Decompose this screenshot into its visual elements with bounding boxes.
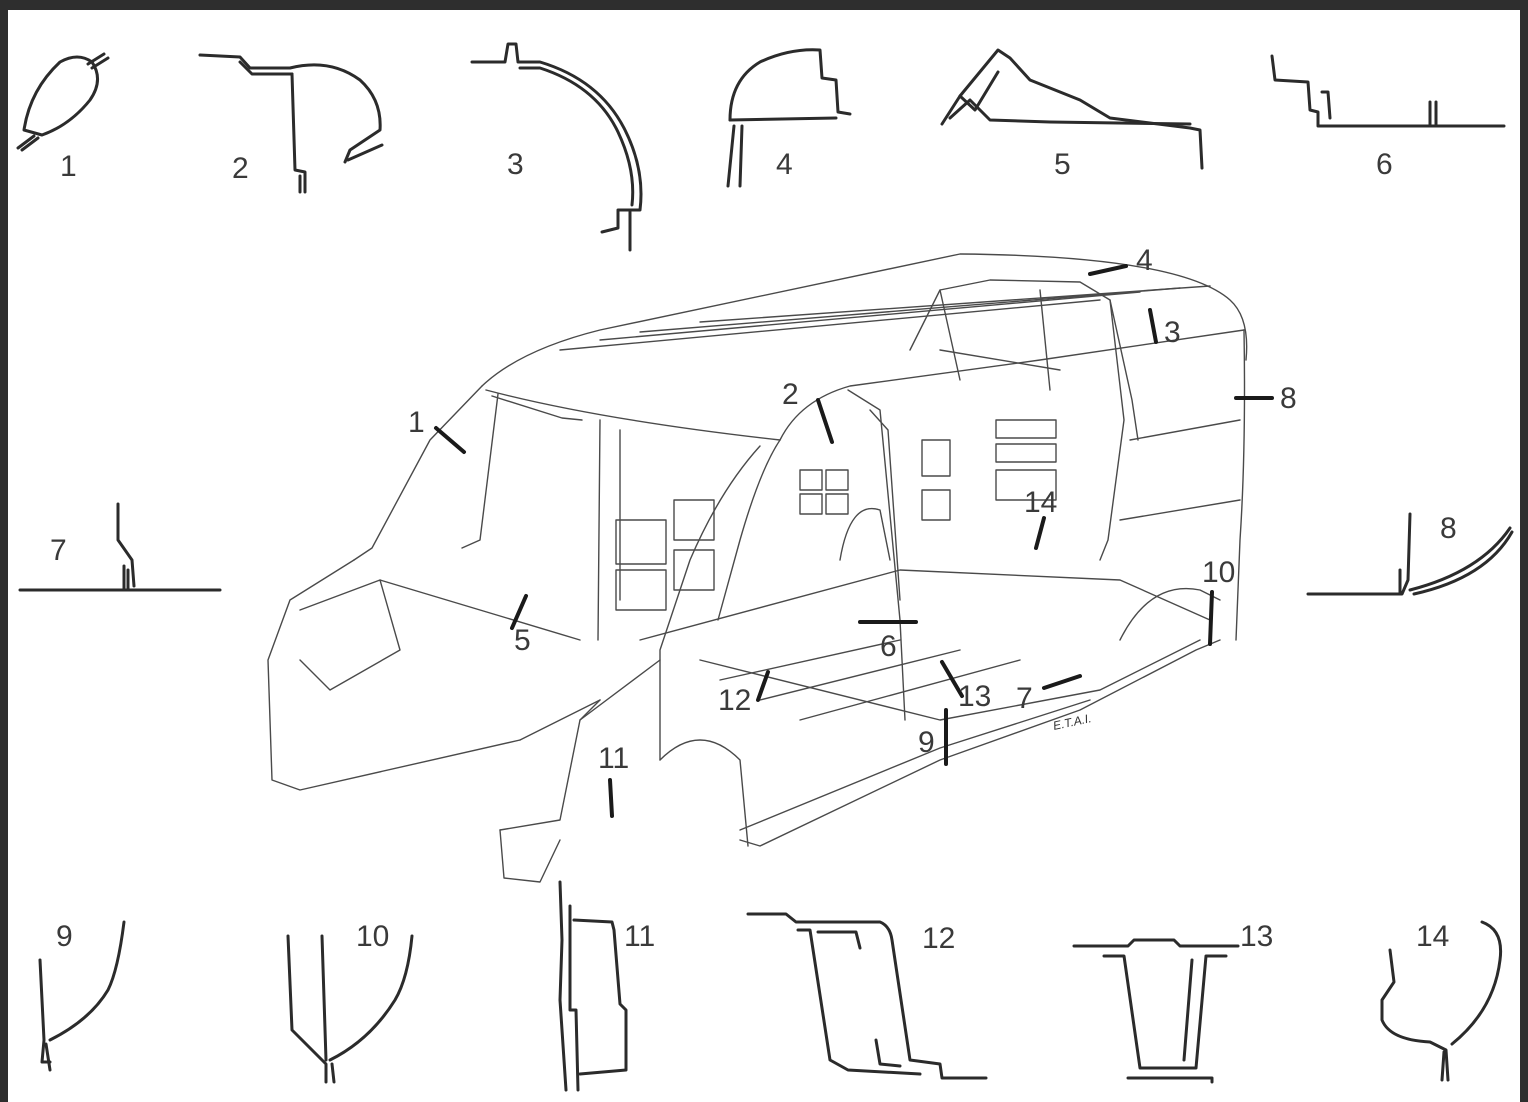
callout-label-14: 14 — [1024, 486, 1057, 519]
profile-label-14: 14 — [1416, 920, 1449, 953]
profile-label-9: 9 — [56, 920, 73, 953]
callout-label-8: 8 — [1280, 382, 1297, 415]
profile-label-11: 11 — [624, 920, 655, 953]
callout-label-9: 9 — [918, 726, 935, 759]
profile-5 — [940, 48, 1204, 170]
callout-marker-1 — [434, 426, 466, 454]
profile-label-1: 1 — [60, 150, 77, 183]
profile-label-4: 4 — [776, 148, 793, 181]
callout-label-4: 4 — [1136, 244, 1153, 277]
profile-label-3: 3 — [507, 148, 524, 181]
callout-marker-2 — [816, 398, 834, 444]
profile-label-13: 13 — [1240, 920, 1273, 953]
callout-label-12: 12 — [718, 684, 751, 717]
watermark: E.T.A.I. — [1052, 711, 1093, 733]
callout-marker-13 — [940, 660, 964, 698]
callout-label-3: 3 — [1164, 316, 1181, 349]
profile-label-6: 6 — [1376, 148, 1393, 181]
profile-8 — [1306, 512, 1514, 596]
profile-label-7: 7 — [50, 534, 67, 567]
callout-label-11: 11 — [598, 742, 629, 775]
van-body-shell — [267, 253, 1248, 883]
profile-7 — [18, 502, 222, 592]
profile-label-8: 8 — [1440, 512, 1457, 545]
callout-label-5: 5 — [514, 624, 531, 657]
profile-2 — [198, 53, 384, 194]
callout-marker-5 — [510, 594, 528, 630]
callout-marker-10 — [1208, 590, 1214, 646]
profile-4 — [726, 48, 852, 188]
callout-marker-4 — [1088, 264, 1128, 276]
profile-label-12: 12 — [922, 922, 955, 955]
profile-3 — [470, 42, 643, 252]
callout-labels: 1 2 3 4 5 6 7 8 9 10 11 12 13 14 — [408, 244, 1297, 775]
profile-10 — [286, 934, 414, 1084]
profile-12 — [746, 912, 988, 1080]
profile-labels: 1 2 3 4 5 6 7 8 9 10 11 12 13 14 — [50, 148, 1457, 955]
profile-9 — [38, 920, 126, 1072]
callout-marker-7 — [1042, 674, 1082, 690]
callout-marker-11 — [608, 778, 614, 818]
profile-label-10: 10 — [356, 920, 389, 953]
profile-label-2: 2 — [232, 152, 249, 185]
profile-1 — [16, 52, 110, 152]
callout-label-6: 6 — [880, 630, 897, 663]
callout-marker-12 — [756, 670, 770, 702]
callout-label-2: 2 — [782, 378, 799, 411]
profile-6 — [1270, 54, 1506, 128]
callout-marker-3 — [1148, 308, 1158, 344]
callout-marker-14 — [1034, 516, 1046, 550]
callout-markers — [434, 264, 1274, 818]
profile-11 — [558, 880, 628, 1092]
callout-label-1: 1 — [408, 406, 425, 439]
callout-label-13: 13 — [958, 680, 991, 713]
callout-label-10: 10 — [1202, 556, 1235, 589]
profile-label-5: 5 — [1054, 148, 1071, 181]
profile-14 — [1380, 920, 1503, 1082]
diagram-frame — [8, 10, 1520, 1102]
callout-label-7: 7 — [1016, 682, 1033, 715]
profile-13 — [1072, 938, 1240, 1084]
